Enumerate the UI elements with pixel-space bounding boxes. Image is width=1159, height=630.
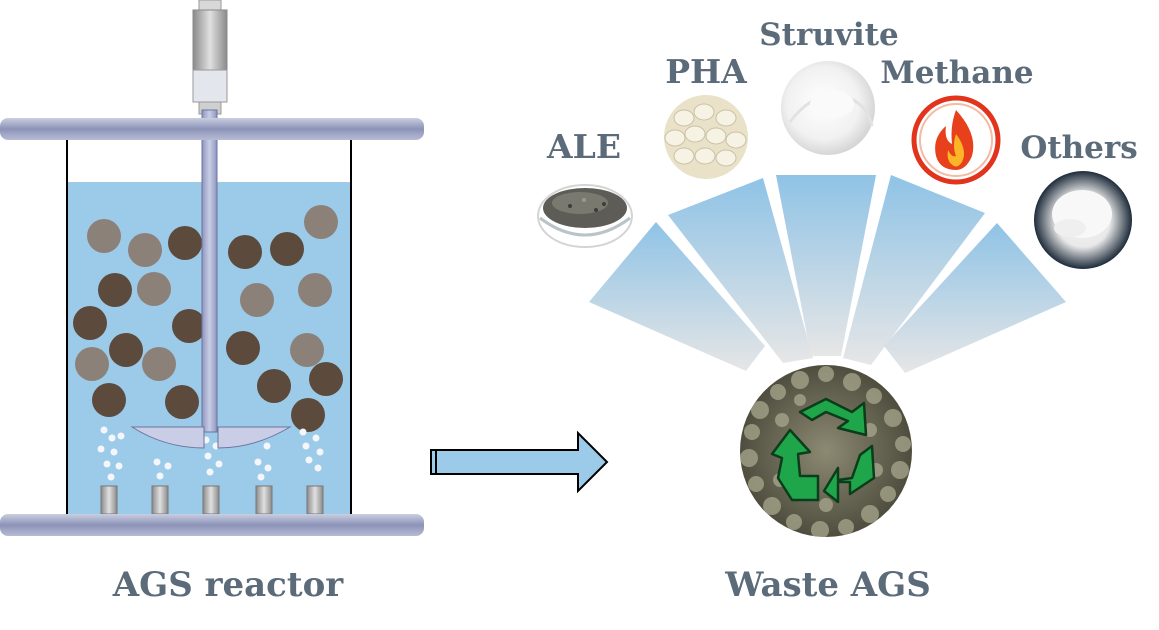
stirrer-shaft [201,109,218,433]
product-ale: ALE [537,127,633,248]
ale-image [537,184,633,248]
stirrer [130,0,292,449]
struvite-image [781,61,875,155]
valorization-fan [589,175,1066,373]
waste-caption: Waste AGS [724,565,931,605]
fan-segment-ale [589,222,765,371]
ags-reactor: AGS reactor [0,0,424,605]
process-arrow [430,430,609,494]
product-struvite: Struvite [759,17,899,155]
product-methane: Methane [880,55,1034,185]
methane-image [911,95,1001,185]
flame-icon [935,110,974,170]
impeller-right [217,426,292,449]
product-label-methane: Methane [880,55,1033,91]
reactor-caption: AGS reactor [112,565,344,605]
fan-segment-pha [668,178,813,363]
product-label-pha: PHA [665,52,747,91]
waste-ags: Waste AGS [724,365,931,605]
product-others: Others [1020,130,1138,269]
product-label-others: Others [1020,130,1137,166]
granule-texture [740,366,911,537]
aeration-nozzles [100,485,324,515]
product-pha: PHA [662,52,750,181]
fan-segment-struvite [776,175,876,356]
others-image [1034,171,1132,269]
recycle-icon [770,397,876,504]
impeller-left [130,426,205,449]
sludge-granules [73,205,343,432]
product-label-ale: ALE [546,127,621,166]
reactor-top-plate [0,118,424,140]
reactor-bottom-plate [0,514,424,536]
product-label-struvite: Struvite [759,17,898,53]
fan-segment-others [884,223,1066,373]
aeration-bubbles [97,426,324,481]
pha-image [662,93,750,181]
fan-segment-methane [843,175,985,365]
